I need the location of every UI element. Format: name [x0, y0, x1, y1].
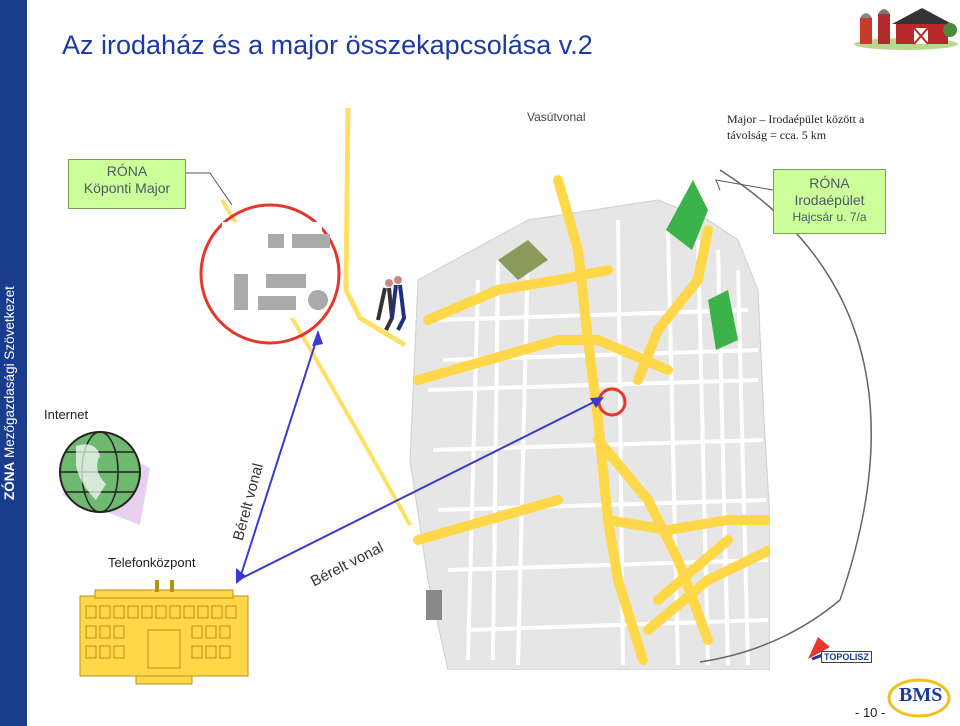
distance-note-line2: távolság = cca. 5 km — [727, 128, 827, 142]
telephone-exchange-label: Telefonközpont — [108, 555, 196, 570]
railway-label: Vasútvonal — [527, 110, 586, 124]
sidebar: ZÓNA Mezőgazdasági Szövetkezet — [0, 0, 27, 726]
page-title: Az irodaház és a major összekapcsolása v… — [62, 30, 593, 60]
bms-swoosh-icon — [887, 678, 951, 718]
office-highlight-circle — [597, 387, 627, 417]
building-icon — [79, 580, 249, 685]
globe-icon — [59, 431, 150, 525]
distance-note-line1: Major – Irodaépület között a — [727, 112, 865, 126]
office-box: RÓNA Irodaépület Hajcsár u. 7/a — [773, 169, 886, 234]
internet-label: Internet — [44, 407, 89, 422]
major-box-title: RÓNA — [106, 163, 148, 179]
city-map — [409, 175, 770, 670]
office-box-subtitle: Irodaépület — [794, 192, 865, 208]
distance-arc — [719, 169, 872, 601]
page-number: - 10 - — [855, 705, 886, 720]
major-box: RÓNA Köponti Major — [68, 159, 186, 209]
major-box-subtitle: Köponti Major — [83, 180, 171, 196]
railway-line — [343, 107, 407, 348]
bms-logo: BMS — [887, 678, 951, 718]
topolisz-logo-text: TOPOLISZ — [821, 651, 872, 663]
distance-note: Major – Irodaépület között a távolság = … — [727, 111, 864, 143]
farm-logo-icon — [854, 8, 958, 50]
office-box-address: Hajcsár u. 7/a — [792, 210, 867, 224]
business-people-icon — [376, 276, 407, 331]
office-box-title: RÓNA — [809, 175, 850, 191]
bms-logo-text: BMS — [899, 684, 943, 706]
major-site-plan — [222, 222, 330, 318]
topolisz-logo: TOPOLISZ — [804, 633, 874, 667]
leased-line-1 — [239, 334, 319, 579]
major-highlight-circle — [199, 203, 341, 345]
leased-line-2 — [241, 399, 599, 579]
